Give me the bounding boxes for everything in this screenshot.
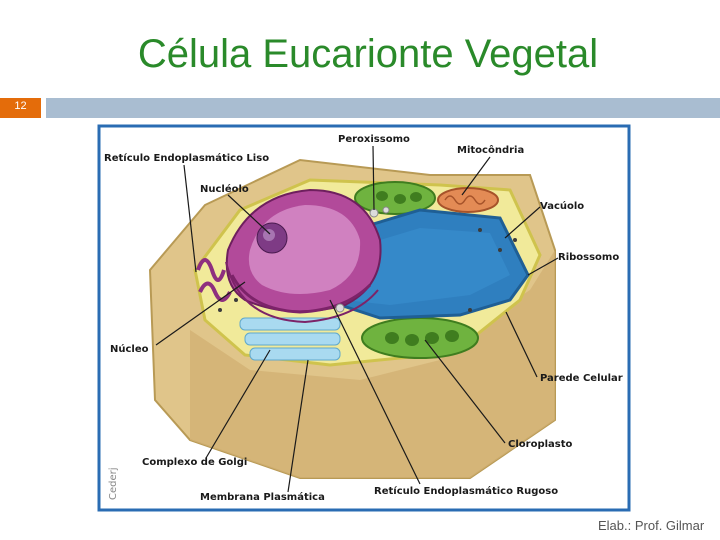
ribosomes	[218, 228, 517, 312]
label-mitocondria: Mitocôndria	[457, 144, 524, 156]
label-parede-celular: Parede Celular	[540, 373, 623, 384]
label-reticulo-rugoso: Retículo Endoplasmático Rugoso	[374, 485, 558, 497]
leader-lines	[155, 145, 559, 493]
golgi-apparatus	[239, 317, 341, 361]
chloroplast-bottom	[361, 317, 479, 359]
label-nucleolo: Nucléolo	[200, 183, 249, 195]
label-cloroplasto: Cloroplasto	[508, 439, 573, 450]
label-reticulo-liso: Retículo Endoplasmático Liso	[104, 152, 269, 164]
peroxisomes	[335, 206, 390, 313]
author-credit: Elab.: Prof. Gilmar	[598, 518, 705, 533]
slide-title: Célula Eucarionte Vegetal	[137, 32, 599, 76]
nucleus	[225, 188, 382, 324]
figure-watermark: Cederj	[108, 467, 119, 500]
label-membrana-plasmatica: Membrana Plasmática	[200, 491, 325, 503]
smooth-er	[196, 258, 232, 302]
label-nucleo: Núcleo	[110, 343, 149, 355]
label-peroxissomo: Peroxissomo	[338, 134, 410, 145]
label-complexo-golgi: Complexo de Golgi	[142, 457, 247, 468]
chloroplast-top	[354, 181, 436, 215]
slide-number: 12	[14, 100, 27, 112]
mitochondrion	[437, 187, 499, 213]
slide-number-badge	[0, 98, 41, 118]
label-ribossomo: Ribossomo	[558, 252, 619, 263]
header-rule	[46, 98, 720, 118]
label-vacuolo: Vacúolo	[540, 200, 584, 212]
